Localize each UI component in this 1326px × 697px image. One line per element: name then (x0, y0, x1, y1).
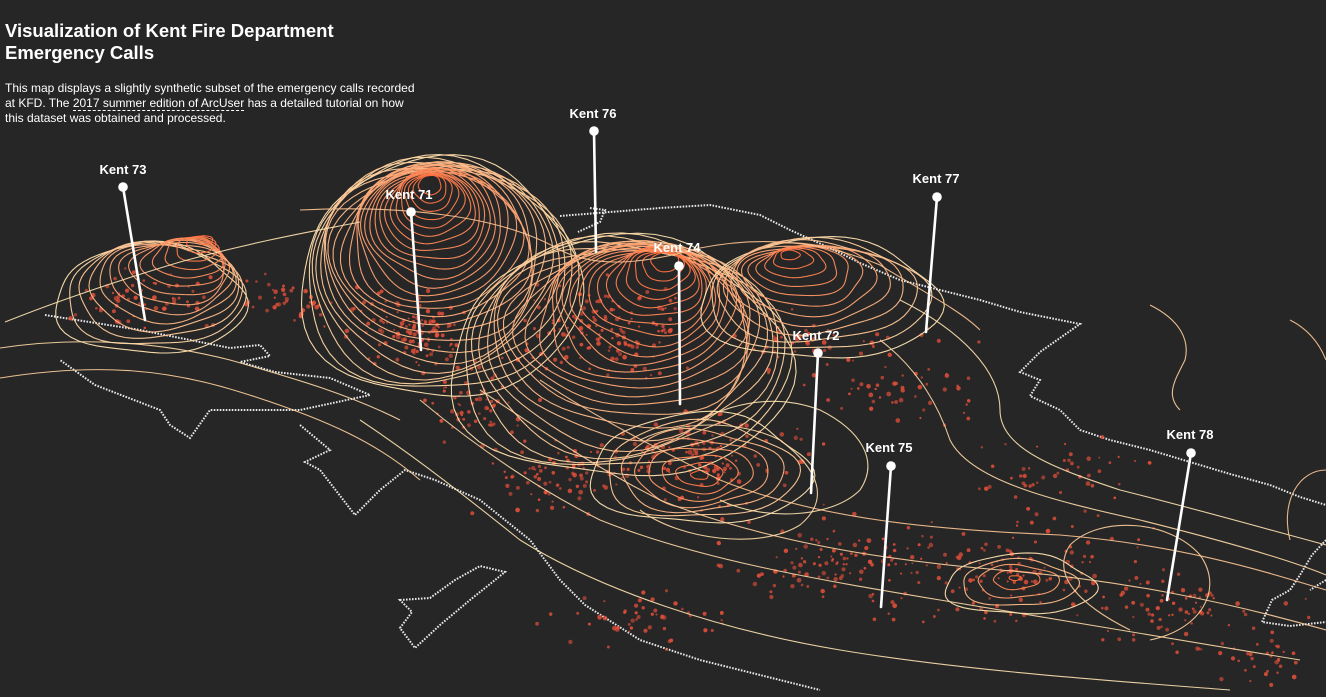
station-pin-kent-71[interactable]: Kent 71 (386, 187, 433, 352)
station-pin-stem (809, 351, 820, 495)
map-title: Visualization of Kent Fire Department Em… (5, 20, 415, 64)
station-pin-kent-78[interactable]: Kent 78 (1165, 427, 1214, 602)
station-pin-head (589, 126, 599, 136)
station-label: Kent 76 (570, 106, 617, 121)
station-label: Kent 73 (100, 162, 147, 177)
density-contours (0, 153, 1326, 691)
description-text-1: This map displays a slightly synthetic s… (5, 81, 415, 110)
station-pin-stem (879, 464, 893, 609)
station-pin-stem (592, 129, 598, 254)
station-label: Kent 78 (1167, 427, 1214, 442)
station-pin-stem (409, 210, 423, 352)
station-pin-head (813, 348, 823, 358)
station-label: Kent 74 (654, 240, 702, 255)
arcuser-link[interactable]: 2017 summer edition of ArcUser (72, 96, 245, 111)
map-title-line2: Emergency Calls (5, 42, 155, 63)
station-label: Kent 77 (913, 171, 960, 186)
station-label: Kent 71 (386, 187, 433, 202)
map-title-line1: Visualization of Kent Fire Department (5, 20, 334, 41)
station-pin-kent-74[interactable]: Kent 74 (654, 240, 702, 406)
station-label: Kent 72 (793, 328, 840, 343)
station-pin-head (674, 261, 684, 271)
info-panel: Visualization of Kent Fire Department Em… (5, 20, 415, 126)
station-pin-stem (121, 185, 147, 322)
station-pin-head (118, 182, 128, 192)
station-pin-head (932, 192, 942, 202)
station-markers: Kent 73 Kent 71 Kent 76 Kent 74 Kent 77 Kent … (100, 106, 1214, 609)
station-pin-kent-76[interactable]: Kent 76 (570, 106, 617, 254)
station-label: Kent 75 (866, 440, 913, 455)
station-pin-head (1186, 448, 1196, 458)
station-pin-stem (924, 195, 939, 334)
map-description: This map displays a slightly synthetic s… (5, 81, 415, 126)
station-pin-head (886, 461, 896, 471)
station-pin-stem (1165, 451, 1193, 602)
station-pin-kent-72[interactable]: Kent 72 (793, 328, 840, 495)
station-pin-head (406, 207, 416, 217)
station-pin-stem (677, 264, 682, 406)
station-pin-kent-75[interactable]: Kent 75 (866, 440, 913, 609)
emergency-call-points (68, 267, 1311, 687)
description-text-2: has a detailed tutorial on how this data… (5, 96, 404, 125)
station-pin-kent-73[interactable]: Kent 73 (100, 162, 147, 322)
station-pin-kent-77[interactable]: Kent 77 (913, 171, 960, 334)
